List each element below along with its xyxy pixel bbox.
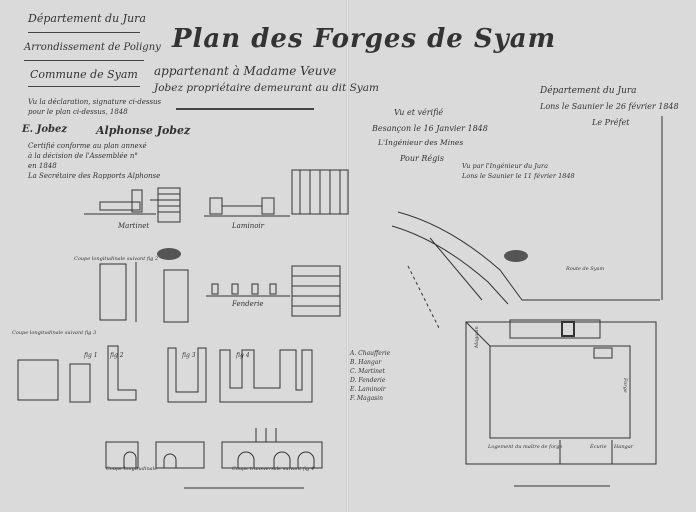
plan-subtitle-2: Jobez propriétaire demeurant au dit Syam [154,82,379,94]
legend-c: C. Martinet [350,368,385,375]
label-ecurie: Écurie [590,444,607,450]
signature-1: E. Jobez [22,124,68,135]
label-coupe-fig3: Coupe longitudinale suivant fig 3 [12,330,97,336]
note-left-1: Vu la déclaration, signature ci-dessus [28,98,162,106]
label-martinet: Martinet [118,222,150,230]
signature-2: Alphonse Jobez [96,124,191,137]
bottom-sections [105,428,323,469]
label-fenderie: Fenderie [232,300,264,308]
martinet-drawing [84,187,181,223]
verif-3: L'Ingénieur des Mines [378,138,464,147]
label-fig1: fig 1 [84,352,98,359]
header-rule-3 [28,86,140,87]
site-plan [391,116,663,465]
certificat-1: Certifié conforme au plan annexé [28,142,147,150]
label-coupe-fig2: Coupe longitudinale suivant fig 2 [74,256,159,262]
header-commune: Commune de Syam [30,68,138,81]
ing-note-1: Vu par l'Ingénieur du Jura [462,162,549,170]
header-rule-1 [28,32,140,33]
label-fig3: fig 3 [182,352,196,359]
label-fig2: fig 2 [110,352,124,359]
label-logement: Logement du maître de forge [488,444,563,450]
plan-subtitle-1: appartenant à Madame Veuve [154,64,337,78]
legend-d: D. Fenderie [350,377,386,384]
header-arrondissement: Arrondissement de Poligny [24,42,161,53]
certificat-4: La Secrétaire des Rapports Alphonse [28,172,161,180]
legend-f: F. Magasin [350,395,384,402]
note-left-2: pour le plan ci-dessus, 1848 [28,108,128,116]
header-departement: Département du Jura [28,12,146,25]
section-1 [99,263,127,321]
verif-2: Besançon le 16 Janvier 1848 [372,124,488,133]
verif-4: Pour Régis [400,154,444,163]
prefet-3: Le Préfet [592,118,630,127]
label-route: Route de Syam [566,266,605,272]
header-rule-2 [24,60,144,61]
label-laminoir: Laminoir [232,222,265,230]
label-coupe-bottom1: Coupe longitudinale [106,466,158,472]
prefet-1: Département du Jura [540,86,637,96]
legend-e: E. Laminoir [350,386,386,393]
label-coupe-bottom2: Coupe transversale suivant fig 4 [232,466,315,472]
sheet-fold [346,0,349,512]
stamp-left [157,248,181,260]
certificat-3: en 1848 [28,162,57,170]
legend-a: A. Chaufferie [350,350,391,357]
label-fig4: fig 4 [236,352,250,359]
prefet-2: Lons le Saunier le 26 février 1848 [540,102,679,111]
plan-figures [17,345,313,403]
stamp-right [504,250,528,262]
section-2 [163,269,189,323]
plan-title: Plan des Forges de Syam [172,24,557,54]
ing-note-2: Lons le Saunier le 11 février 1848 [462,172,575,180]
verif-1: Vu et vérifié [394,108,444,117]
title-rule [176,108,314,110]
laminoir-drawing [204,169,349,217]
fenderie-drawing [206,265,341,317]
label-hangar: Hangar [614,444,634,450]
legend-b: B. Hangar [350,359,382,366]
certificat-2: à la décision de l'Assemblée n° [28,152,138,160]
